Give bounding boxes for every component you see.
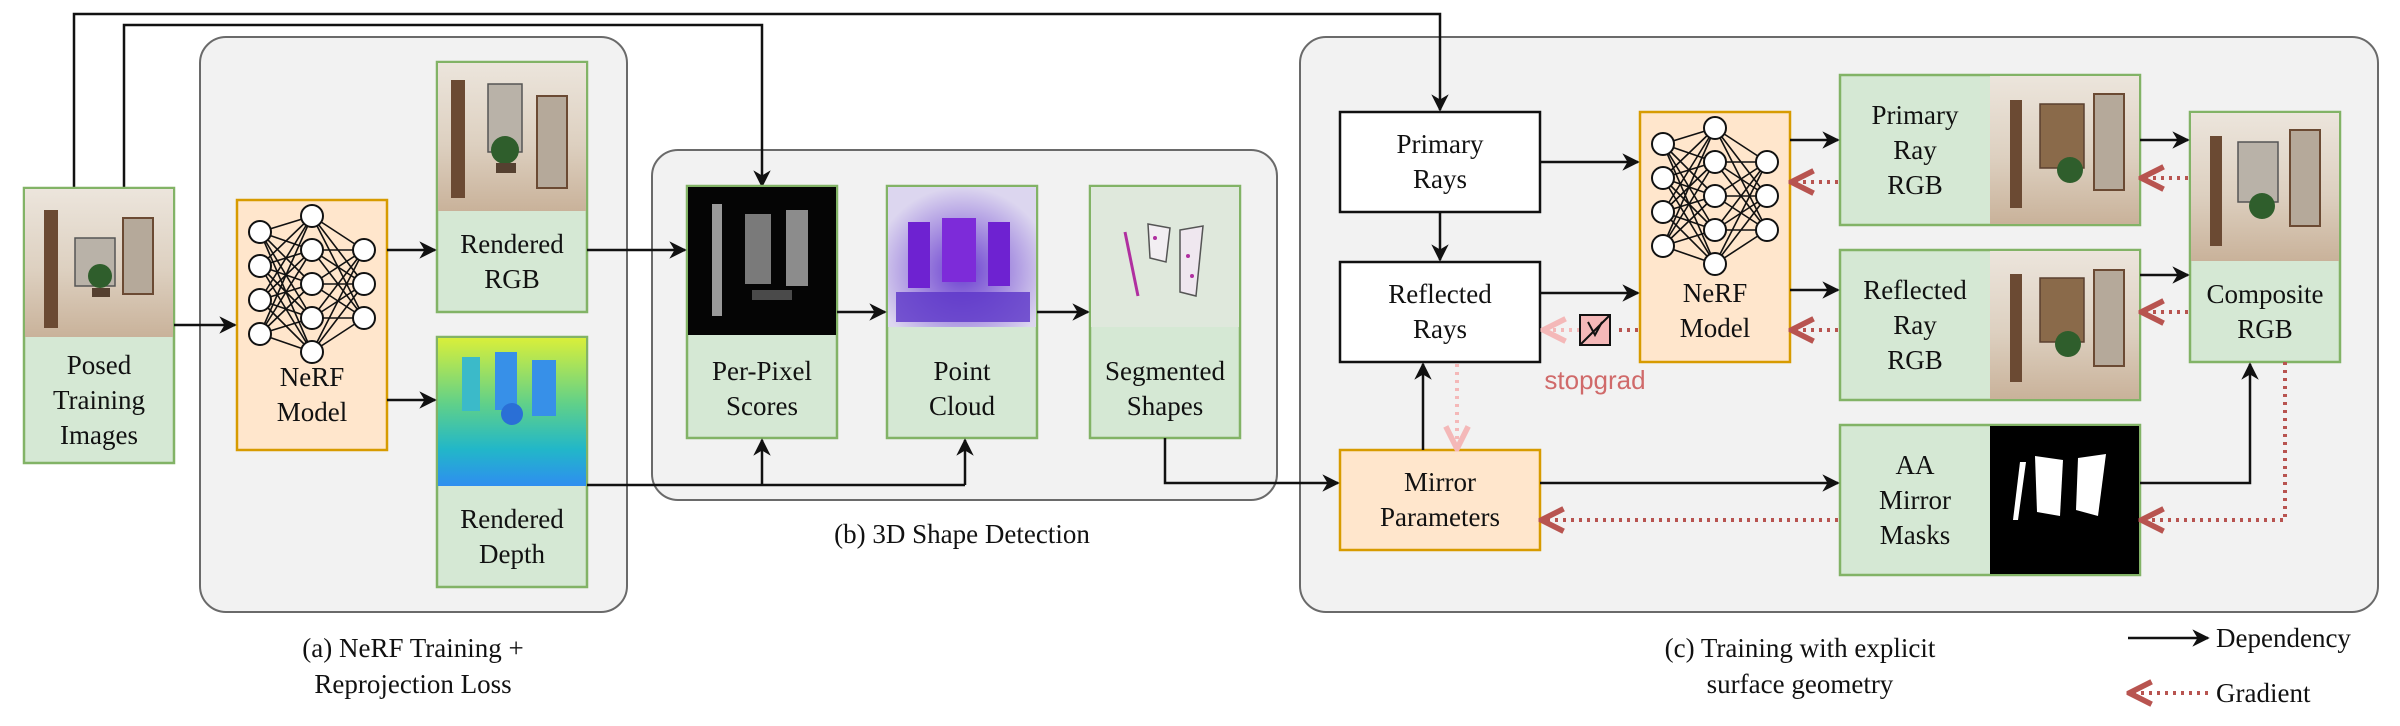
arrow-images-to-primary-rays	[72, 12, 1449, 188]
legend-gradient-label: Gradient	[2216, 677, 2311, 708]
reflected-rays-box	[1338, 260, 1542, 364]
arrow-masks-to-composite	[2140, 362, 2259, 485]
thumbnail-segmented-shapes	[1091, 187, 1239, 327]
posed-training-images-label: Posed Training Images	[52, 349, 146, 450]
thumbnail-rendered-rgb	[438, 63, 586, 211]
dependency-arrows	[174, 131, 2259, 492]
rendered-rgb-label: Rendered RGB	[460, 229, 564, 294]
thumbnail-composite-rgb	[2191, 113, 2339, 261]
thumbnail-point-cloud	[888, 187, 1036, 327]
thumbnail-aa-mirror-masks	[1990, 426, 2139, 574]
per-pixel-scores-label: Per-Pixel Scores	[712, 356, 812, 421]
aa-mirror-masks-label: AA Mirror Masks	[1879, 449, 1951, 550]
mirror-parameters-label: Mirror Parameters	[1380, 467, 1500, 532]
thumbnail-posed-training-images	[25, 189, 173, 337]
thumbnail-per-pixel-scores	[688, 187, 836, 335]
stopgrad-label: stopgrad	[1544, 364, 1646, 395]
primary-rays-label: Primary Rays	[1396, 129, 1484, 194]
arrow-images-to-scores	[122, 23, 771, 188]
gradient-arrows	[1544, 178, 2287, 520]
nerf-model-c-label: NeRF Model	[1679, 278, 1751, 343]
mirror-parameters-box	[1338, 448, 1542, 552]
legend-dependency-label: Dependency	[2216, 622, 2351, 653]
neural-network-icon	[1651, 116, 1779, 276]
nerf-model-a-label: NeRF Model	[276, 362, 348, 427]
arrow-shapes-to-mirror-params	[1163, 438, 1340, 492]
reflected-rays-label: Reflected Rays	[1388, 279, 1492, 344]
composite-rgb-label: Composite RGB	[2206, 279, 2324, 344]
panel-b-caption: (b) 3D Shape Detection	[834, 519, 1090, 549]
neural-network-icon	[248, 204, 376, 364]
point-cloud-label: Point Cloud	[928, 356, 995, 421]
thumbnail-primary-ray-rgb	[1990, 76, 2139, 224]
rendered-depth-label: Rendered Depth	[460, 504, 564, 569]
reflected-ray-rgb-label: Reflected Ray RGB	[1863, 274, 1967, 375]
panel-c-caption: (c) Training with explicit surface geome…	[1664, 633, 1936, 699]
legend	[2128, 629, 2210, 693]
top-routing-arrows	[72, 12, 1449, 188]
thumbnail-rendered-depth	[438, 338, 586, 486]
stopped-gradient-arrows	[1457, 330, 1580, 446]
segmented-shapes-label: Segmented Shapes	[1105, 356, 1225, 421]
panel-a-caption: (a) NeRF Training + Reprojection Loss	[302, 633, 524, 699]
thumbnail-reflected-ray-rgb	[1990, 251, 2139, 399]
stopgrad-icon	[1579, 314, 1611, 346]
primary-ray-rgb-label: Primary Ray RGB	[1871, 99, 1959, 200]
